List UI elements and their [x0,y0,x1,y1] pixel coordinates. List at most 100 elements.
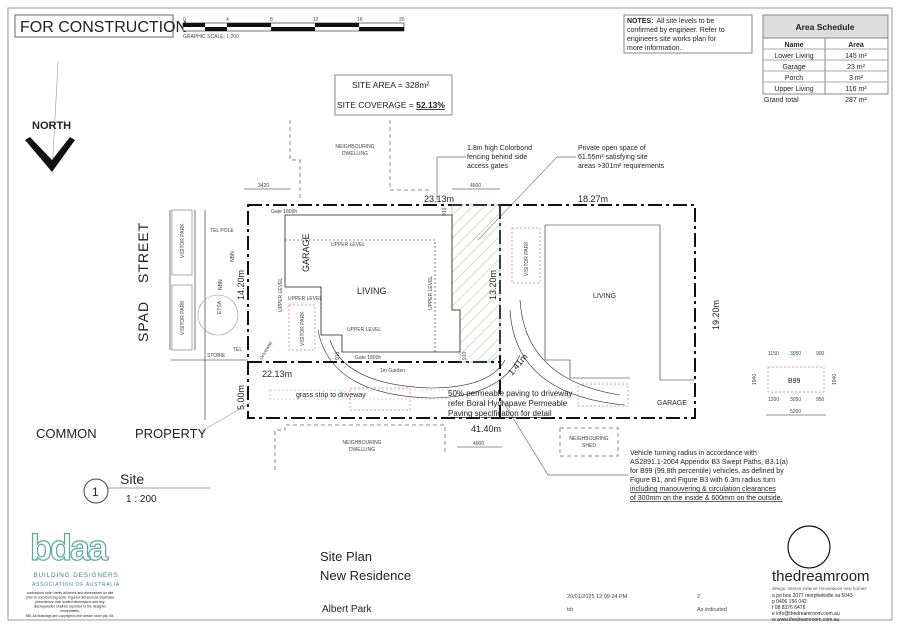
north-arrow-icon [25,61,75,176]
visitor-park-bay [171,284,193,351]
note-line: contractors note: verify all levels and … [27,591,114,595]
neighbour-house-outline [544,224,695,381]
neighbour-outline [289,120,430,200]
notes-title: NOTES: [627,18,653,25]
area-schedule-table: Area Schedule Name Area Lower Living 145… [762,14,889,104]
neighbour-label: NEIGHBOURING [342,440,381,446]
notes-line: confirmed by engineer. Refer to [627,27,725,34]
notes-box [623,14,753,54]
leader-line [477,156,576,241]
bdaa-logo-mark: bdaa [30,527,109,568]
vehicle-note: Figure B1, and Figure B3 with 6.3m radiu… [630,477,775,484]
scale-tick: 20 [399,17,405,23]
view-scale: 1 : 200 [126,494,157,505]
neighbour-outline [274,424,446,470]
bdaa-line2: ASSOCIATION OF AUSTRALIA [32,582,120,588]
site-area: SITE AREA = 328m² [352,80,429,90]
dim-left: 14.20m [236,270,246,300]
common-property-1: COMMON [36,426,97,441]
pos-note: areas >301m² requirements [578,163,665,170]
status-box [14,14,174,38]
scale-label: GRAPHIC SCALE: 1:200 [183,34,239,40]
view-number-bubble [83,478,109,504]
nbn-label: NBN [218,279,224,290]
scale-tick: 0 [183,17,186,23]
view-number: 1 [92,485,99,499]
site-coverage-label: SITE COVERAGE = [337,100,416,110]
garden-label: 1m Garden [380,368,405,374]
view-title: Site [120,471,144,487]
dim-4600: 4600 [470,183,481,189]
b99-vehicle-diagram: B99 1150 3050 900 1200 3050 950 5200 194… [752,351,838,416]
b99-dim: 3050 [790,351,801,357]
tel-label: TEL [233,347,242,353]
dim-right: 19.20m [711,300,721,330]
street-verge [169,210,248,420]
note-line: NB. All drawings are copyright to the dr… [26,614,114,618]
drawing-title: Site Plan [320,549,372,564]
leader-line [501,399,628,476]
vehicle-note: Vehicle turning radius in accordance wit… [630,450,757,457]
pos-note: Private open space of [578,145,646,152]
sheet-number: 2 [697,594,700,600]
row-area: 23 m² [847,64,866,71]
car-outline [577,383,629,407]
street-name-2: STREET [135,222,151,283]
car-outline [511,227,541,284]
etsa-label: ETSA [217,300,223,314]
graphic-scale-bar: 0 4 8 12 16 20 GRAPHIC SCALE: 1:200 [182,17,405,40]
visitor-park-label: VISITOR PARK [180,223,186,258]
b99-dim: 1150 [768,351,779,357]
site-info-box [334,74,453,116]
upper-level-label: UPPER LEVEL [428,276,434,310]
vehicle-note: for B99 (99.8th percentile) vehicles, as… [630,468,784,475]
row-area: 116 m² [845,86,867,93]
note-line: discrepancies shall be reported to the d… [34,605,107,609]
company-tagline: design: interior exterior renovations ne… [772,586,867,591]
stobie-label: STOBIE [207,353,226,359]
tel-pole-label: TEL POLE [210,228,234,234]
b99-dim: 1940 [752,374,758,385]
row-name: Porch [785,75,803,82]
contractor-note: contractors note: verify all levels and … [26,591,114,618]
pos-note: 61.55m² satisfying site [578,154,648,161]
company-phone: p 0406 156 042 [772,599,807,605]
dim-3420: 3420 [258,183,269,189]
dim-top-right: 18.27m [578,194,608,204]
neighbour-label: NEIGHBOURING [335,144,374,150]
col-header-area: Area [848,42,864,49]
row-name: Upper Living [774,86,813,93]
b99-dim: 5200 [790,409,801,415]
leader-line [199,402,251,433]
neighbour-label: DWELLING [349,447,375,453]
tree-canopy-icon [197,294,239,336]
bdaa-line1: BUILDING DESIGNERS [33,572,118,579]
dim-bottom: 41.40m [471,424,501,434]
paving-note: Paving specification for detail [448,409,552,418]
vehicle-note: AS2891.1-2004 Appendix B3 Swept Paths, B… [630,459,788,466]
notes-line: more information. [627,45,682,52]
dim-mid-bottom: 22.13m [262,369,292,379]
living-label: LIVING [593,293,616,300]
b99-dim: 950 [816,397,825,403]
nbn-label: NBN [230,251,236,262]
living-label: LIVING [357,286,387,296]
swept-path [317,329,521,399]
company-name: thedreamroom [772,568,870,585]
scale-tick: 8 [270,17,273,23]
fence-note: access gates [467,163,508,170]
garage-label: GARAGE [657,400,687,407]
gate-label: Gate 1800h [271,209,297,215]
b99-label: B99 [788,378,801,385]
total-name: Grand total [764,97,799,104]
b99-dim: 900 [816,351,825,357]
neighbour-shed [559,427,619,457]
dim-4000: 4000 [473,441,484,447]
upper-level-label: UPPER LEVEL [347,327,381,333]
dim-drive: 5.00m [236,385,246,410]
upper-level-outline [285,239,436,352]
area-schedule-title: Area Schedule [795,22,854,32]
note-line: immediately. [60,609,79,613]
paving-note: refer Boral Hydrapave Permeable [448,399,568,408]
